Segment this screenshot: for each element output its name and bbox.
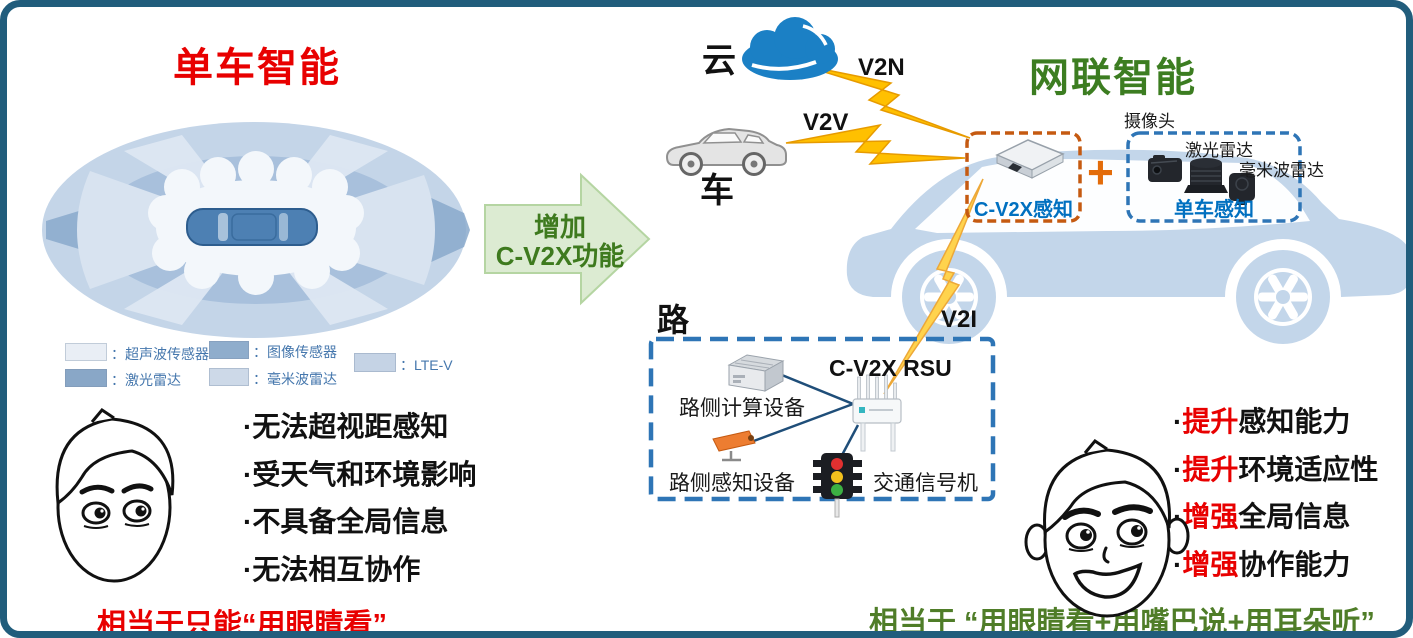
bullet-emphasis: 提升 bbox=[1182, 454, 1239, 485]
right-bullet-2: ·提升环境适应性 bbox=[1173, 448, 1378, 488]
left-bullet-3: ·不具备全局信息 bbox=[243, 506, 449, 537]
road-label: 路 bbox=[657, 302, 690, 338]
signal-connector-line bbox=[839, 424, 860, 458]
vehicle-sense-label: 单车感知 bbox=[1174, 199, 1254, 221]
legend-swatch-lidar bbox=[65, 369, 107, 387]
cloud-icon bbox=[742, 17, 838, 80]
legend-swatch-ltev bbox=[354, 353, 396, 372]
cv2x-rsu-icon bbox=[852, 374, 902, 452]
radar-sensor-icon bbox=[1229, 173, 1255, 205]
camera-sensor-icon bbox=[1148, 155, 1182, 182]
cloud-label: 云 bbox=[702, 42, 736, 80]
legend-label-lidar: ：激光雷达 bbox=[111, 372, 181, 388]
radar-label: 毫米波雷达 bbox=[1239, 161, 1324, 180]
other-vehicle-icon bbox=[665, 127, 787, 176]
arrow-text-line2: C-V2X功能 bbox=[495, 241, 625, 271]
vehicle-sensors-box bbox=[1126, 131, 1302, 223]
add-cv2x-arrow bbox=[484, 172, 651, 306]
bullet-text: 环境适应性 bbox=[1238, 454, 1379, 485]
traffic-signal-icon bbox=[813, 453, 862, 518]
bullet-emphasis: 提升 bbox=[1182, 406, 1239, 437]
legend-label-ltev: ：LTE-V bbox=[400, 357, 453, 373]
traffic-signal-label: 交通信号机 bbox=[873, 472, 978, 495]
left-bullet-2: ·受天气和环境影响 bbox=[243, 459, 477, 490]
lightning-bolt-v2i-icon bbox=[883, 178, 984, 395]
v2v-label: V2V bbox=[803, 109, 849, 136]
legend-swatch-radar bbox=[209, 368, 249, 386]
roadside-sensing-label: 路侧感知设备 bbox=[669, 472, 795, 495]
arrow-text-line1: 增加 bbox=[533, 212, 586, 242]
legend-swatch-image-sensor bbox=[209, 341, 249, 359]
plus-sign: + bbox=[1087, 146, 1114, 198]
bullet-text: 感知能力 bbox=[1238, 406, 1351, 437]
bullet-dot: · bbox=[1173, 501, 1183, 532]
vehicle-label: 车 bbox=[700, 172, 734, 210]
rsu-label: C-V2X RSU bbox=[829, 355, 952, 381]
bullet-dot: · bbox=[1173, 549, 1183, 580]
face-see-speak-hear-icon bbox=[1024, 439, 1190, 618]
bullet-emphasis: 增强 bbox=[1182, 501, 1239, 532]
lightning-bolt-v2n-icon bbox=[801, 64, 971, 139]
roadside-computing-label: 路侧计算设备 bbox=[679, 397, 805, 420]
legend-label-image-sensor: ：图像传感器 bbox=[253, 344, 337, 360]
bullet-emphasis: 增强 bbox=[1182, 549, 1239, 580]
front-wheel bbox=[1236, 250, 1330, 344]
left-title: 单车智能 bbox=[173, 46, 341, 90]
bullet-text: 全局信息 bbox=[1238, 501, 1351, 532]
roadside-sensing-icon bbox=[712, 430, 756, 462]
lidar-label: 激光雷达 bbox=[1185, 141, 1253, 160]
v2i-label: V2I bbox=[941, 306, 978, 333]
single-vehicle-sensor-diagram bbox=[42, 122, 470, 338]
left-conclusion: 相当于只能“用眼睛看” bbox=[97, 609, 388, 638]
legend-label-ultrasonic: ：超声波传感器 bbox=[111, 346, 209, 362]
diagram-overlay bbox=[648, 17, 1406, 518]
left-bullet-4: ·无法相互协作 bbox=[243, 554, 421, 585]
face-eyes-only-icon bbox=[55, 408, 175, 583]
lightning-bolt-v2v-icon bbox=[785, 123, 966, 165]
right-bullet-1: ·提升感知能力 bbox=[1173, 400, 1350, 440]
right-title: 网联智能 bbox=[1029, 56, 1197, 100]
cv2x-perception-box bbox=[965, 131, 1082, 223]
right-bullet-3: ·增强全局信息 bbox=[1173, 495, 1350, 535]
legend-label-radar: ：毫米波雷达 bbox=[253, 371, 337, 387]
v2n-label: V2N bbox=[858, 54, 905, 81]
bullet-dot: · bbox=[1173, 454, 1183, 485]
roadside-box bbox=[648, 336, 996, 502]
cv2x-perception-label: C-V2X感知 bbox=[974, 199, 1073, 221]
cv2x-obu-icon bbox=[995, 139, 1065, 179]
bullet-text: 协作能力 bbox=[1238, 549, 1351, 580]
roadside-computing-icon bbox=[727, 354, 785, 392]
camera-label: 摄像头 bbox=[1124, 112, 1175, 131]
right-bullet-4: ·增强协作能力 bbox=[1173, 543, 1350, 583]
ego-car-top-view bbox=[186, 208, 318, 246]
left-bullet-1: ·无法超视距感知 bbox=[243, 411, 449, 442]
bullet-dot: · bbox=[1173, 406, 1183, 437]
legend-swatch-ultrasonic bbox=[65, 343, 107, 361]
lidar-sensor-icon bbox=[1184, 158, 1228, 193]
